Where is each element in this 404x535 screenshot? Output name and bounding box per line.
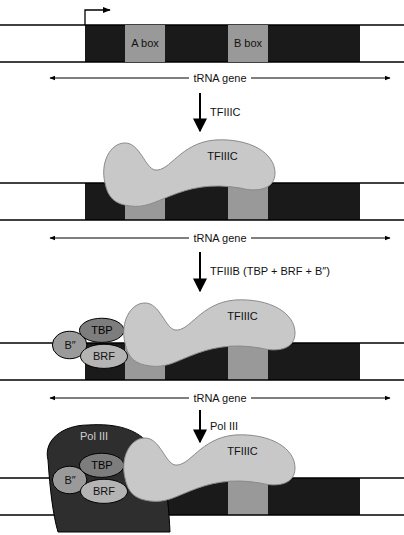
tbp-subunit: TBP [79,318,124,343]
node-text: B″ [64,474,75,487]
tfiiic-factor: TFIIIC [120,298,295,368]
tfiiic-factor: TFIIIC [120,433,295,503]
tbp-subunit: TBP [79,453,124,478]
tfiiic-factor: TFIIIC [100,138,275,208]
label-text: tRNA gene [193,72,246,84]
step-label: TFIIIB (TBP + BRF + B″) [210,265,330,278]
node-text: BRF [93,350,115,363]
step-arrow [199,252,201,291]
promoter-box: B box [228,25,268,62]
node-text: BRF [93,485,115,498]
brf-subunit: BRF [80,479,128,504]
dna-duplex [0,10,404,78]
brf-subunit: BRF [80,344,128,369]
step-arrow [199,93,201,131]
node-text: B″ [64,339,75,352]
gene-extent-label: tRNA gene [189,232,250,245]
gene-extent-label: tRNA gene [189,392,250,405]
tfiiic-factor-outline [100,138,275,208]
node-text: TFIIIC [227,310,258,323]
step-label: Pol III [210,420,238,433]
tfiiic-factor-outline [120,298,295,368]
label-text: TFIIIC [210,106,241,118]
tfiiic-factor-outline [120,433,295,503]
step-arrow [199,410,201,442]
node-text: A box [131,37,159,50]
node-text: B box [234,37,262,50]
node-text: TFIIIC [227,445,258,458]
promoter-box: A box [125,25,165,62]
node-text: TBP [91,459,112,472]
gene-extent-label: tRNA gene [189,72,250,85]
node-text: TFIIIC [207,150,238,163]
label-text: tRNA gene [193,232,246,244]
node-text: Pol III [80,430,108,443]
step-label: TFIIIC [210,106,241,119]
label-text: TFIIIB (TBP + BRF + B″) [210,265,330,277]
dna-duplex [0,183,404,238]
label-text: tRNA gene [193,392,246,404]
node-text: TBP [91,324,112,337]
label-text: Pol III [210,420,238,432]
